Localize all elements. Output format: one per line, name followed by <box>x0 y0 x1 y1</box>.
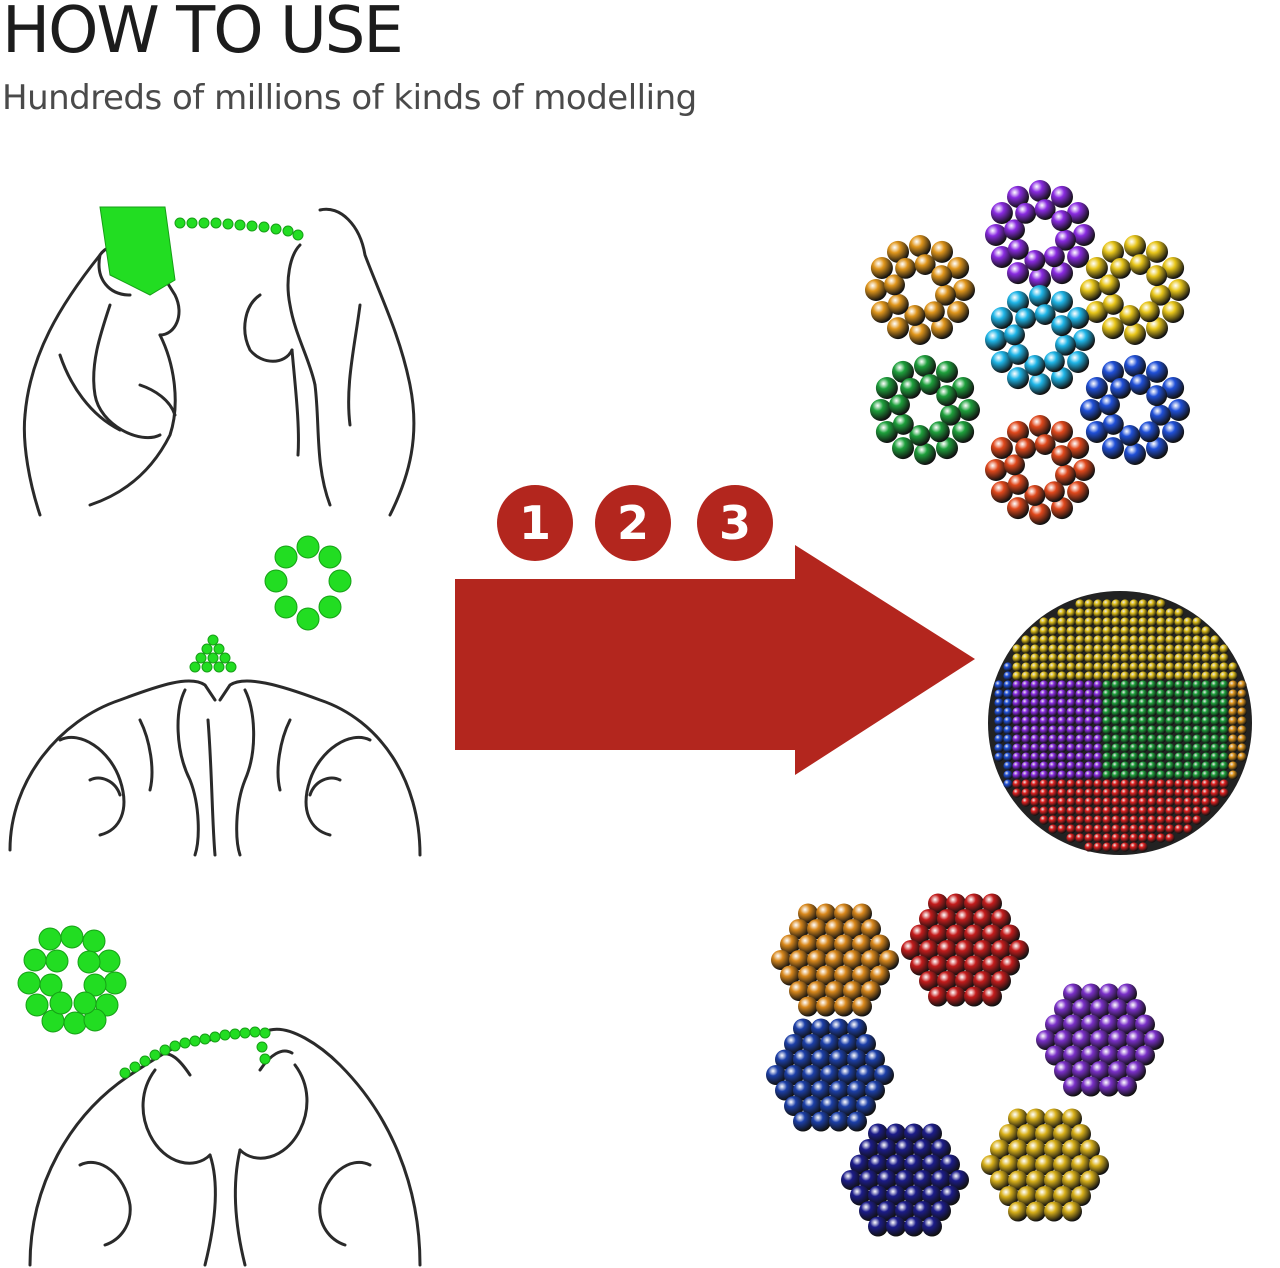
bead-cluster-illustration <box>17 925 127 1035</box>
bead-ring-small-illustration <box>264 535 352 631</box>
page-subtitle: Hundreds of millions of kinds of modelli… <box>2 78 697 118</box>
page-title: HOW TO USE <box>2 0 404 68</box>
hands-forming-bead-triangle-illustration <box>8 634 422 857</box>
ring-magnet-model-image <box>766 893 1164 1237</box>
step-badge-2: 2 <box>595 485 671 561</box>
step-badge-1: 1 <box>497 485 573 561</box>
flower-magnet-model-image <box>865 180 1190 525</box>
hands-pulling-bead-chain-illustration <box>22 206 416 517</box>
step-badge-3: 3 <box>697 485 773 561</box>
hands-pulling-bead-strand-illustration <box>28 1026 422 1267</box>
sphere-magnet-model-image <box>988 591 1252 855</box>
right-arrow-icon <box>455 545 975 775</box>
